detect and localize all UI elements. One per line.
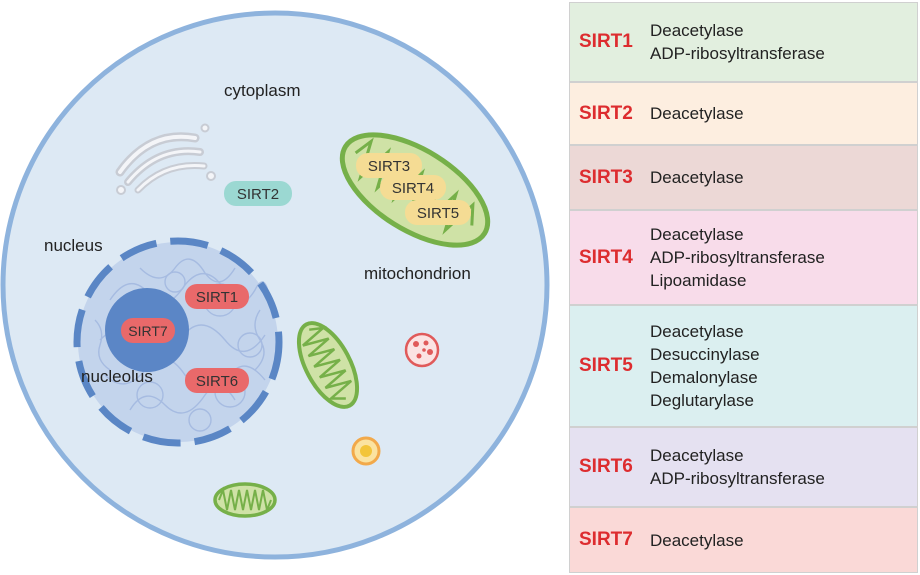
lysosome [404,332,440,368]
row-function: ADP-ribosyltransferase [650,248,825,267]
sirt5-badge-label: SIRT5 [417,205,459,222]
sirt2-badge [224,181,292,206]
row-function: Deacetylase [650,104,744,123]
row-name: SIRT7 [579,529,633,550]
row-function: Deglutarylase [650,391,754,410]
cytoplasm-label: cytoplasm [224,81,301,100]
row-function: ADP-ribosyltransferase [650,44,825,63]
row-name: SIRT6 [579,456,633,477]
peroxisome [351,436,381,466]
row-name: SIRT4 [579,246,633,268]
nucleus-label: nucleus [44,236,103,255]
row-function: ADP-ribosyltransferase [650,469,825,488]
sirt3-badge-label: SIRT3 [368,158,410,175]
sirt6-badge [185,368,249,393]
row-name: SIRT3 [579,166,633,188]
cell-diagram: cytoplasm SIRT2 SIRT3 SIRT4 SIRT5 mitoch… [0,10,550,560]
sirt2-badge-label: SIRT2 [237,186,279,203]
table-row-sirt7: SIRT7 Deacetylase [569,507,918,573]
table-row-sirt4: SIRT4 Deacetylase ADP-ribosyltransferase… [569,210,918,305]
row-function: Deacetylase [650,21,744,40]
table-row-sirt3: SIRT3 Deacetylase [569,145,918,210]
row-function: Lipoamidase [650,271,747,290]
sirtuin-function-table: SIRT1 Deacetylase ADP-ribosyltransferase… [569,2,918,573]
sirt1-badge-label: SIRT1 [196,289,238,306]
row-function: Deacetylase [650,322,744,341]
table-row-sirt5: SIRT5 Deacetylase Desuccinylase Demalony… [569,305,918,427]
table-row-sirt1: SIRT1 Deacetylase ADP-ribosyltransferase [569,2,918,82]
sirt4-badge [380,175,446,200]
table-row-sirt6: SIRT6 Deacetylase ADP-ribosyltransferase [569,427,918,507]
row-function: Deacetylase [650,446,744,465]
sirt7-badge [121,318,175,343]
row-function: Deacetylase [650,225,744,244]
table-row-sirt2: SIRT2 Deacetylase [569,82,918,145]
sirt4-badge-label: SIRT4 [392,180,434,197]
sirt1-badge [185,284,249,309]
nucleolus-label: nucleolus [81,367,153,386]
row-function: Deacetylase [650,530,744,550]
sirt3-badge [356,153,422,178]
sirt7-badge-label: SIRT7 [128,323,168,339]
mitochondrion-label: mitochondrion [364,264,471,283]
row-name: SIRT2 [579,102,633,124]
row-function: Deacetylase [650,168,744,187]
mitochondrion-middle [296,321,360,409]
row-name: SIRT1 [579,31,633,52]
row-function: Demalonylase [650,368,758,387]
row-function: Desuccinylase [650,345,760,364]
sirt5-badge [405,200,471,225]
row-name: SIRT5 [579,355,633,376]
mitochondrion-bottom [213,482,277,518]
sirt6-badge-label: SIRT6 [196,373,238,390]
golgi-apparatus [115,123,216,195]
